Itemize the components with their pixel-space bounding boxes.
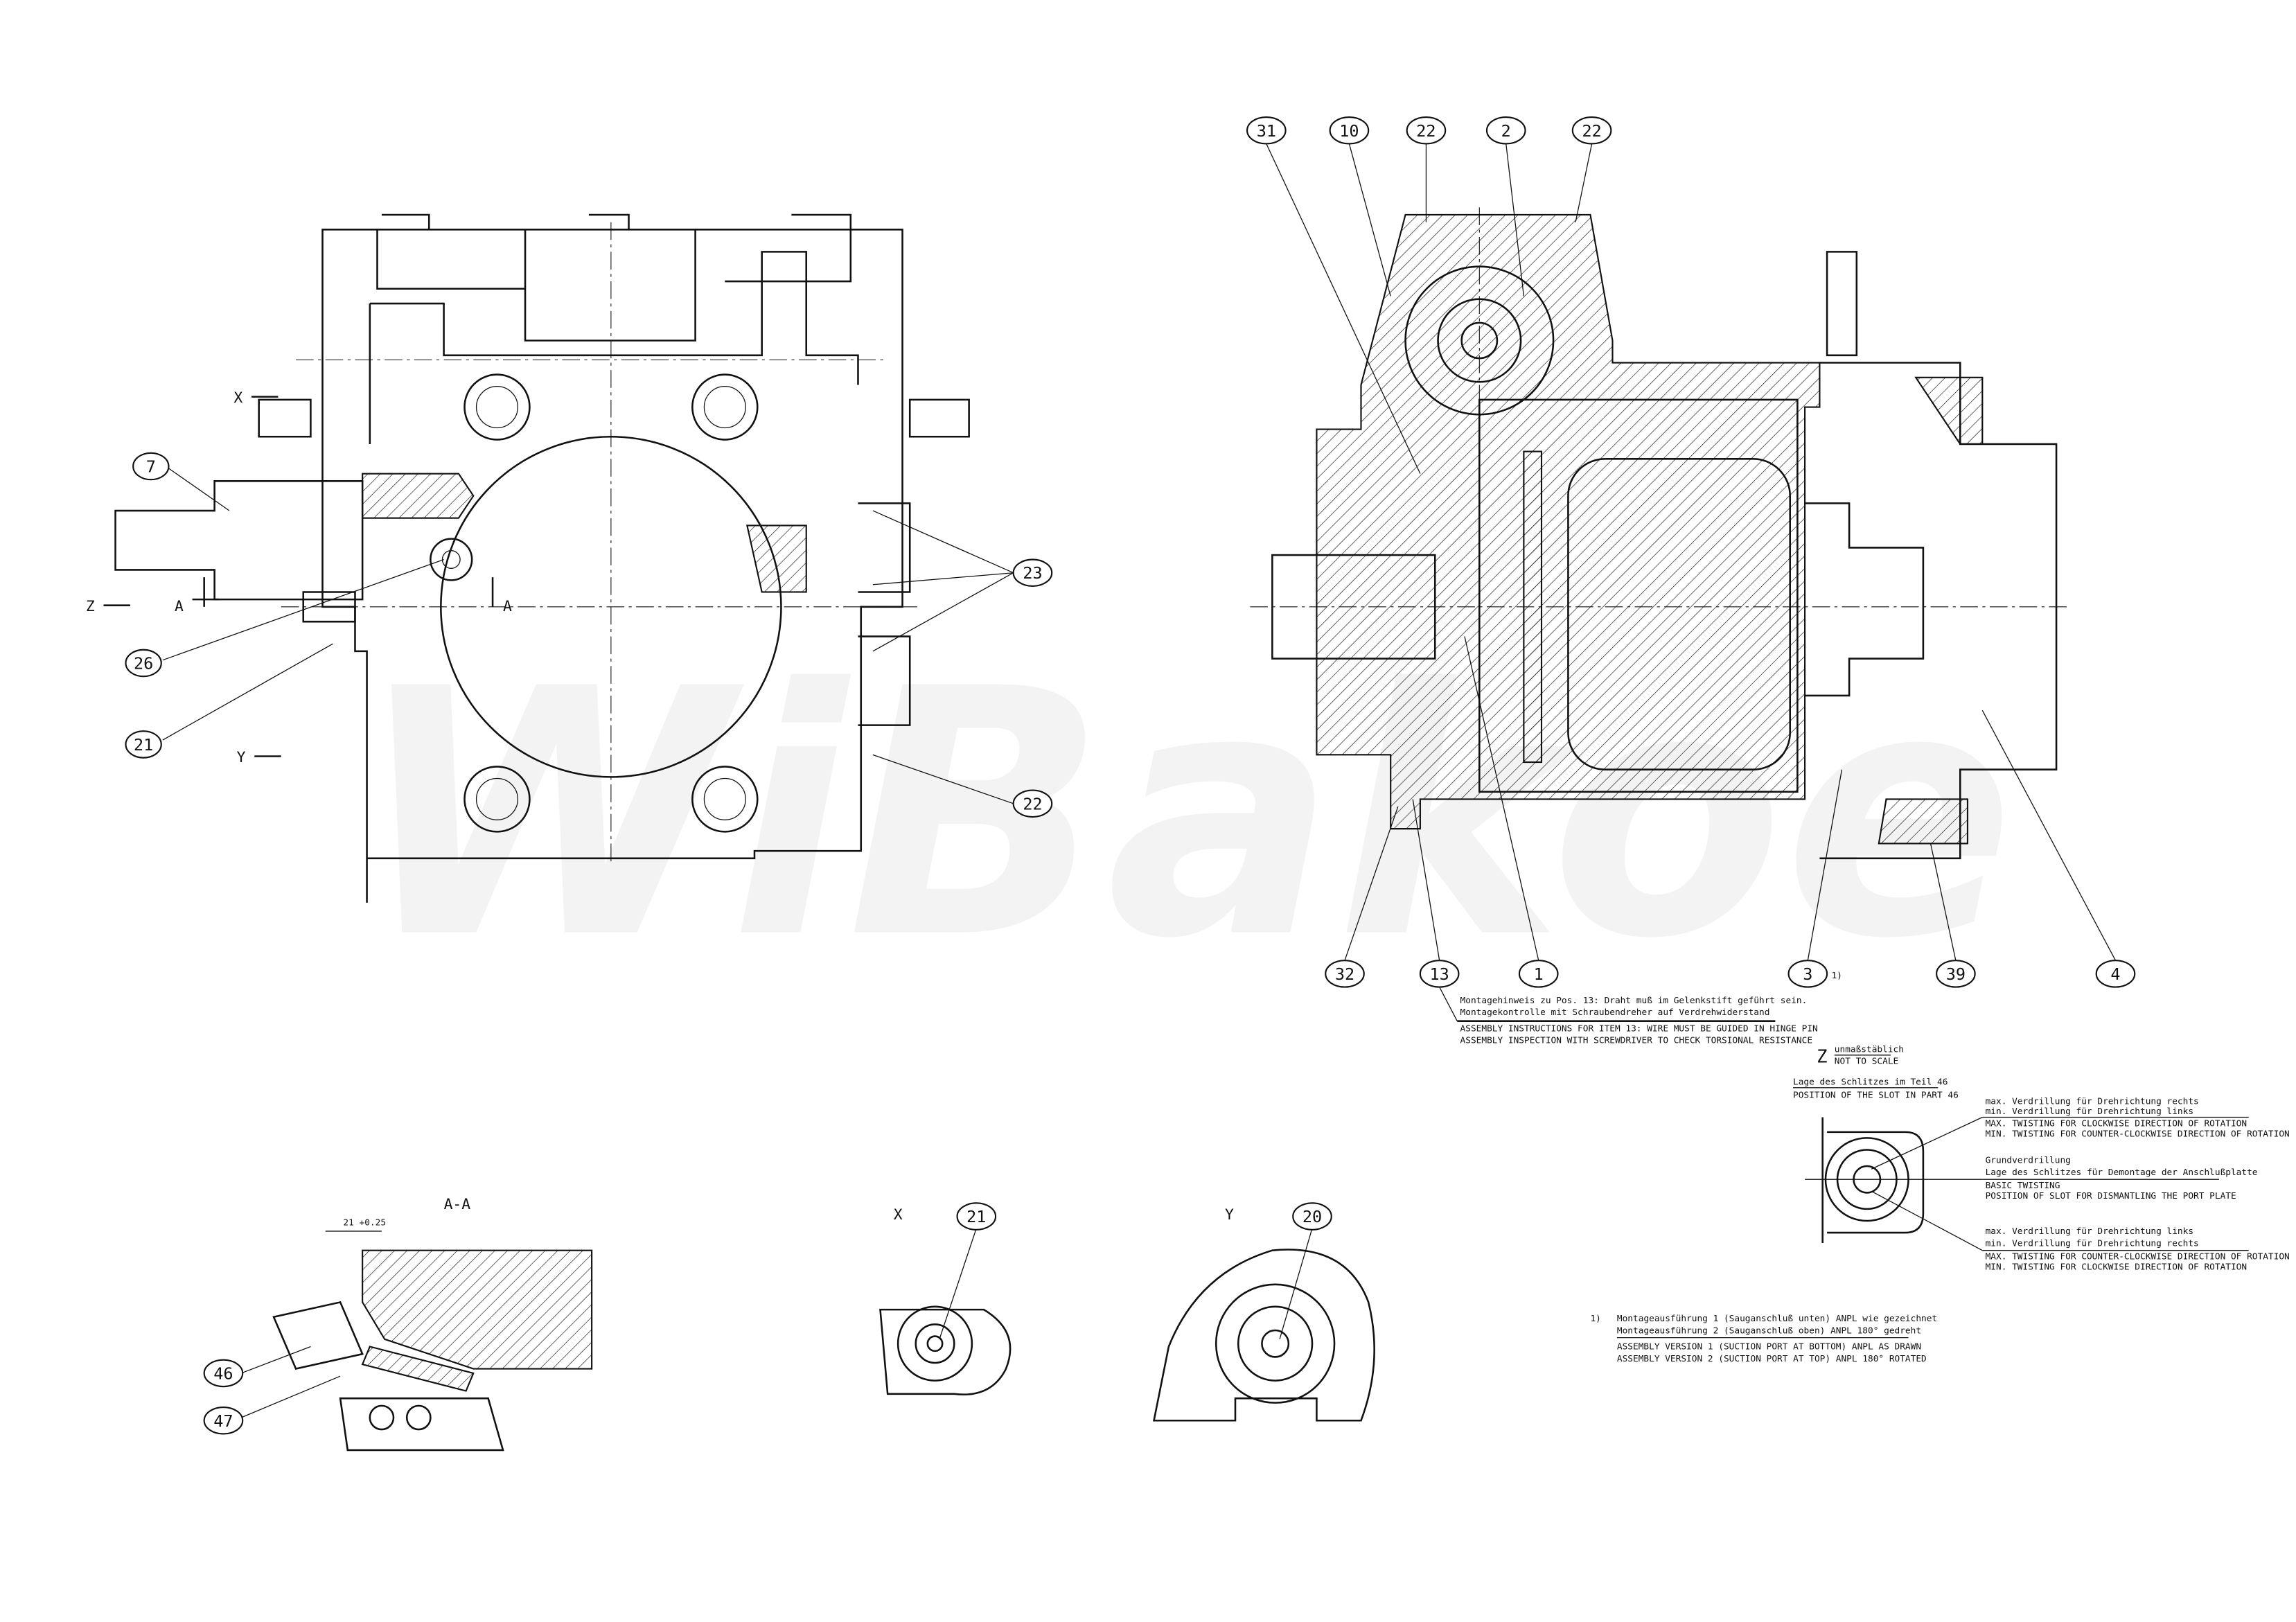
balloon: 31 — [1246, 116, 1287, 145]
balloon: 22 — [1571, 116, 1612, 145]
svg-text:MIN. TWISTING FOR COUNTER-CLOC: MIN. TWISTING FOR COUNTER-CLOCKWISE DIRE… — [1986, 1129, 2290, 1139]
svg-text:Z: Z — [1817, 1047, 1827, 1068]
balloon: 32 — [1325, 960, 1365, 988]
svg-text:46: 46 — [213, 1364, 233, 1383]
svg-text:Montagehinweis zu Pos. 13: Dra: Montagehinweis zu Pos. 13: Draht muß im … — [1460, 996, 1808, 1006]
svg-text:max. Verdrillung für Drehricht: max. Verdrillung für Drehrichtung rechts — [1986, 1096, 2199, 1107]
section-a-label-left: A — [175, 598, 184, 615]
balloon: 20 — [1292, 1202, 1332, 1231]
balloon: 26 — [125, 649, 162, 678]
svg-text:1: 1 — [1534, 964, 1544, 984]
svg-text:min. Verdrillung für Drehricht: min. Verdrillung für Drehrichtung links — [1986, 1107, 2193, 1117]
svg-text:4: 4 — [2110, 964, 2120, 984]
svg-text:1): 1) — [1590, 1314, 1600, 1324]
detail-y: Y 20 — [1152, 1202, 1375, 1422]
svg-text:unmaßstäblich: unmaßstäblich — [1835, 1045, 1904, 1055]
balloon: 22 — [1012, 789, 1053, 818]
svg-text:21: 21 — [134, 735, 153, 755]
svg-text:ASSEMBLY VERSION 1 (SUCTION PO: ASSEMBLY VERSION 1 (SUCTION PORT AT BOTT… — [1617, 1342, 1921, 1352]
balloon: 10 — [1329, 116, 1370, 145]
svg-text:21 +0.25: 21 +0.25 — [343, 1217, 386, 1228]
z-view-arrow-label: Z — [86, 598, 95, 615]
svg-text:BASIC TWISTING: BASIC TWISTING — [1986, 1181, 2060, 1191]
svg-text:Grundverdrillung: Grundverdrillung — [1986, 1156, 2071, 1166]
svg-text:3: 3 — [1803, 964, 1812, 984]
svg-text:POSITION OF SLOT FOR DISMANTLI: POSITION OF SLOT FOR DISMANTLING THE POR… — [1986, 1191, 2236, 1201]
z-view-detail: Z unmaßstäblich NOT TO SCALE Lage des Sc… — [1792, 1045, 2290, 1272]
balloon: 21 — [956, 1202, 997, 1231]
svg-text:POSITION OF THE SLOT IN PART 4: POSITION OF THE SLOT IN PART 46 — [1793, 1091, 1959, 1101]
svg-text:MAX. TWISTING FOR CLOCKWISE DI: MAX. TWISTING FOR CLOCKWISE DIRECTION OF… — [1986, 1118, 2248, 1129]
footnote-marker: 1) — [1832, 971, 1842, 981]
svg-text:47: 47 — [213, 1411, 233, 1431]
svg-text:26: 26 — [134, 654, 153, 673]
balloon: 4 — [2095, 960, 2136, 988]
balloon: 21 — [125, 730, 162, 759]
svg-text:Lage des Schlitzes für Demonta: Lage des Schlitzes für Demontage der Ans… — [1986, 1167, 2258, 1178]
assembly-version-footnote: 1) Montageausführung 1 (Sauganschluß unt… — [1590, 1314, 1937, 1364]
balloon: 13 — [1419, 960, 1460, 988]
svg-text:ASSEMBLY INSPECTION WITH SCREW: ASSEMBLY INSPECTION WITH SCREWDRIVER TO … — [1460, 1036, 1813, 1046]
svg-text:31: 31 — [1257, 121, 1276, 141]
assembly-note-item13: Montagehinweis zu Pos. 13: Draht muß im … — [1439, 987, 1818, 1046]
svg-text:7: 7 — [146, 457, 156, 477]
svg-text:20: 20 — [1302, 1207, 1322, 1226]
balloon: 39 — [1936, 960, 1976, 988]
svg-text:32: 32 — [1335, 964, 1354, 984]
svg-text:2: 2 — [1501, 121, 1511, 141]
svg-text:21: 21 — [966, 1207, 986, 1226]
svg-text:NOT TO SCALE: NOT TO SCALE — [1835, 1057, 1898, 1067]
svg-text:Y: Y — [1225, 1206, 1234, 1224]
svg-text:22: 22 — [1416, 121, 1436, 141]
section-a-label-right: A — [503, 598, 512, 615]
svg-text:MIN. TWISTING FOR CLOCKWISE DI: MIN. TWISTING FOR CLOCKWISE DIRECTION OF… — [1986, 1262, 2248, 1272]
section-view: 31 10 22 2 22 32 13 1 3 1) 39 4 — [1246, 116, 2136, 988]
balloon: 23 — [1012, 558, 1053, 588]
front-view: X Y Z A A 7 26 21 23 22 — [86, 213, 1053, 903]
balloon: 7 — [132, 452, 170, 481]
svg-text:22: 22 — [1582, 121, 1601, 141]
balloon: 22 — [1406, 116, 1447, 145]
section-aa-detail: A-A 21 +0.25 46 47 — [203, 1196, 593, 1452]
balloon: 1 — [1518, 960, 1559, 988]
svg-text:10: 10 — [1339, 121, 1359, 141]
detail-x: X 21 — [879, 1202, 1012, 1395]
y-view-arrow-label: Y — [237, 749, 246, 766]
svg-text:ASSEMBLY VERSION 2 (SUCTION PO: ASSEMBLY VERSION 2 (SUCTION PORT AT TOP)… — [1617, 1354, 1927, 1364]
balloon: 2 — [1485, 116, 1526, 145]
svg-text:23: 23 — [1023, 563, 1042, 583]
svg-text:ASSEMBLY INSTRUCTIONS FOR ITEM: ASSEMBLY INSTRUCTIONS FOR ITEM 13: WIRE … — [1460, 1024, 1818, 1034]
svg-text:Montagekontrolle mit Schrauben: Montagekontrolle mit Schraubendreher auf… — [1460, 1007, 1770, 1018]
svg-text:22: 22 — [1023, 794, 1042, 813]
svg-text:max. Verdrillung für Drehricht: max. Verdrillung für Drehrichtung links — [1986, 1226, 2193, 1237]
svg-text:X: X — [894, 1206, 903, 1224]
svg-text:min. Verdrillung für Drehricht: min. Verdrillung für Drehrichtung rechts — [1986, 1238, 2199, 1249]
svg-text:Montageausführung 2 (Saugansch: Montageausführung 2 (Sauganschluß oben) … — [1617, 1325, 1921, 1336]
balloon: 47 — [203, 1406, 244, 1435]
svg-text:MAX. TWISTING FOR COUNTER-CLOC: MAX. TWISTING FOR COUNTER-CLOCKWISE DIRE… — [1986, 1251, 2290, 1262]
balloon: 46 — [203, 1359, 244, 1388]
svg-text:Lage des Schlitzes im Teil 46: Lage des Schlitzes im Teil 46 — [1793, 1077, 1948, 1088]
svg-text:39: 39 — [1946, 964, 1966, 984]
svg-text:A-A: A-A — [444, 1196, 471, 1213]
bolts — [430, 373, 759, 833]
balloon: 3 — [1787, 960, 1828, 988]
svg-text:Montageausführung 1 (Saugansch: Montageausführung 1 (Sauganschluß unten)… — [1617, 1314, 1937, 1324]
x-view-arrow-label: X — [233, 389, 242, 407]
svg-text:13: 13 — [1430, 964, 1449, 984]
